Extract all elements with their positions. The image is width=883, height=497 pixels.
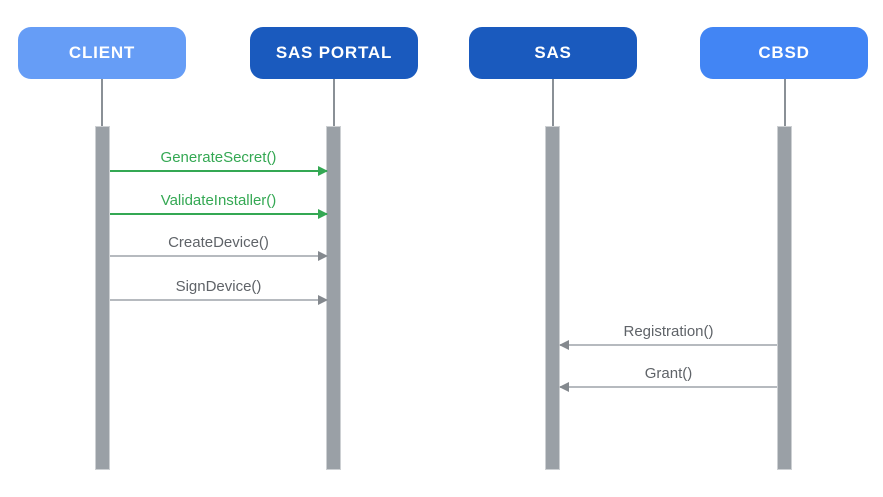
message-create-device: CreateDevice() <box>110 233 328 261</box>
message-registration: Registration() <box>559 322 777 350</box>
arrowhead-right-icon <box>318 166 328 176</box>
message-arrow <box>110 166 328 176</box>
lifeline-client <box>101 79 103 126</box>
arrowhead-right-icon <box>318 295 328 305</box>
message-sign-device: SignDevice() <box>110 277 328 305</box>
message-arrow <box>110 209 328 219</box>
message-label: CreateDevice() <box>168 234 269 251</box>
arrowhead-left-icon <box>559 382 569 392</box>
arrowhead-right-icon <box>318 251 328 261</box>
actor-box-cbsd: CBSD <box>700 27 868 79</box>
activation-bar-sas <box>545 126 560 470</box>
message-label: Registration() <box>623 323 714 340</box>
message-arrow <box>110 295 328 305</box>
lifeline-sas <box>552 79 554 126</box>
message-validate-installer: ValidateInstaller() <box>110 191 328 219</box>
activation-bar-client <box>95 126 110 470</box>
lifeline-cbsd <box>784 79 786 126</box>
message-grant: Grant() <box>559 364 777 392</box>
message-label: SignDevice() <box>175 278 262 295</box>
message-label: Grant() <box>644 365 693 382</box>
message-arrow <box>559 340 777 350</box>
arrowhead-left-icon <box>559 340 569 350</box>
actor-box-sas: SAS <box>469 27 637 79</box>
message-generate-secret: GenerateSecret() <box>110 148 328 176</box>
actor-box-client: CLIENT <box>18 27 186 79</box>
message-label: ValidateInstaller() <box>160 192 277 209</box>
message-arrow <box>110 251 328 261</box>
arrowhead-right-icon <box>318 209 328 219</box>
message-arrow <box>559 382 777 392</box>
activation-bar-sas-portal <box>326 126 341 470</box>
message-label: GenerateSecret() <box>160 149 277 166</box>
actor-box-sas-portal: SAS PORTAL <box>250 27 418 79</box>
activation-bar-cbsd <box>777 126 792 470</box>
lifeline-sas-portal <box>333 79 335 126</box>
